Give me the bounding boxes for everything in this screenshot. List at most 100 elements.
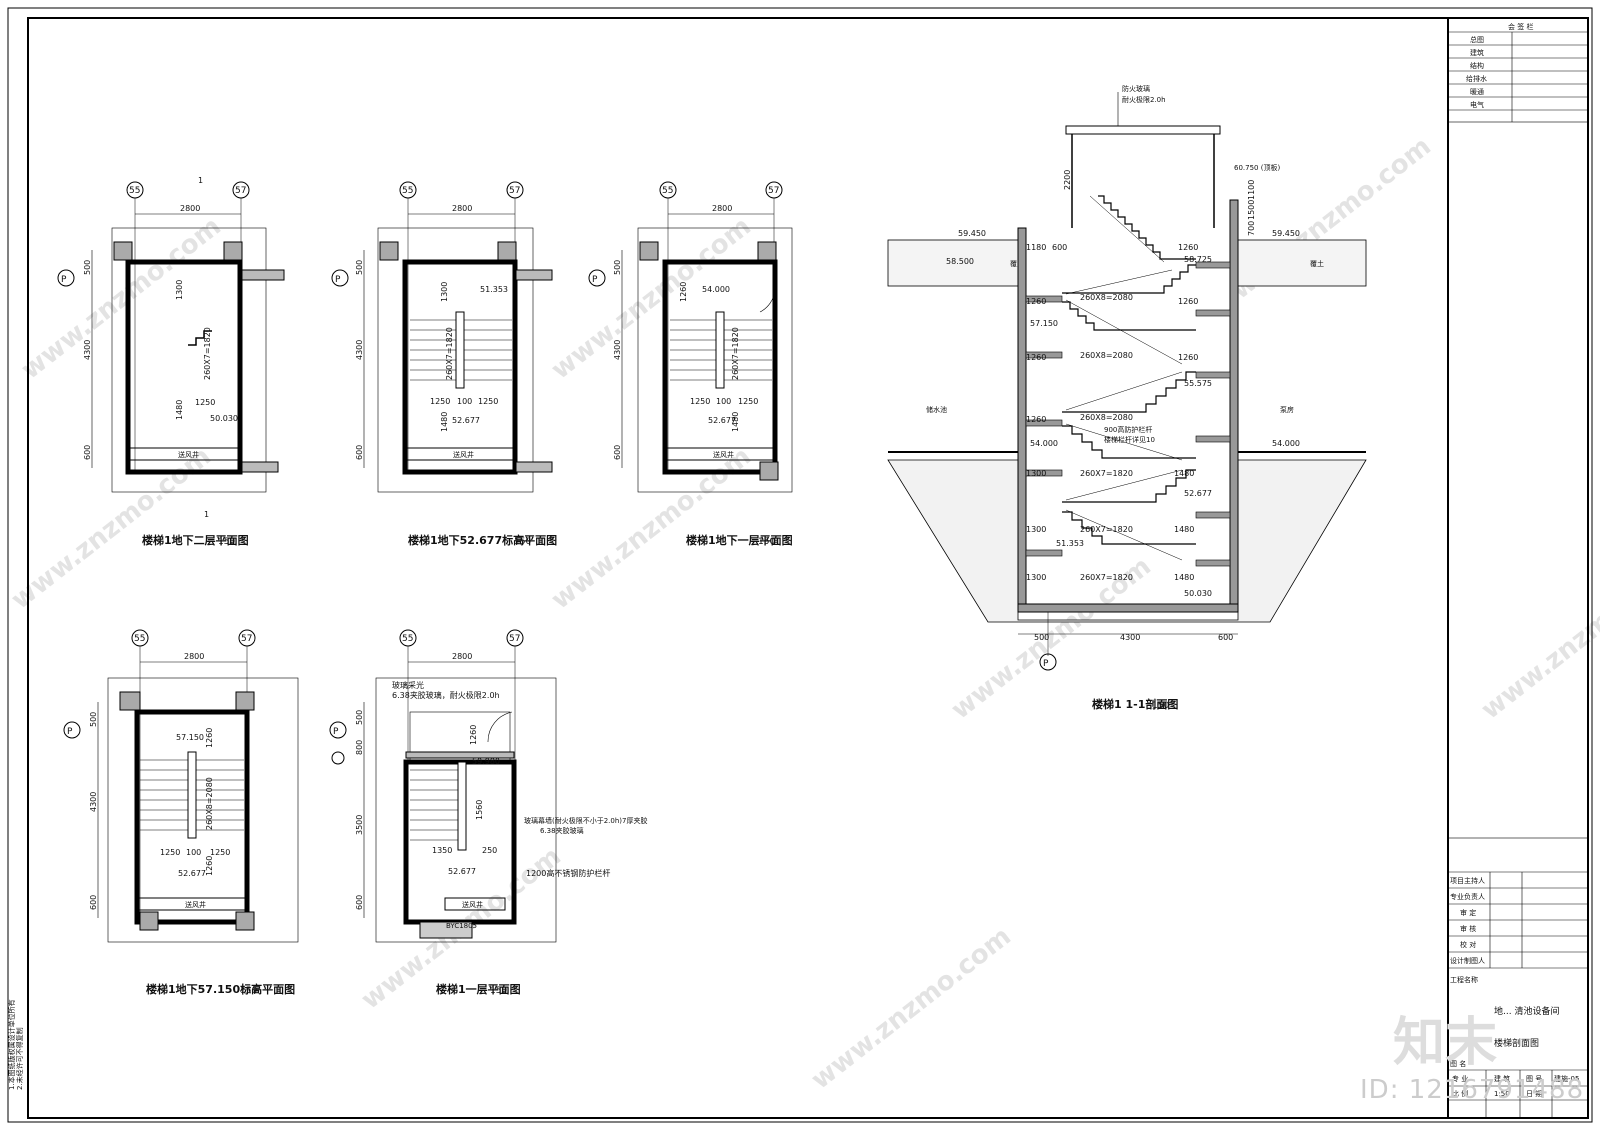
plan-basement-1: 55 57 2800 P 500 4300 600 送风井 54.000 260… [588,181,793,547]
svg-text:58.725: 58.725 [1184,255,1212,264]
plan-ground-floor: 55 57 2800 P 500 800 3500 600 送风井 BYC180… [329,629,647,996]
svg-text:1300: 1300 [175,280,184,300]
side-note-1: 1.本图纸版权属设计单位所有 [7,999,16,1090]
svg-text:1260: 1260 [1026,297,1046,306]
svg-text:1480: 1480 [440,412,449,432]
svg-text:1260: 1260 [1178,297,1198,306]
svg-text:57.150: 57.150 [1030,319,1058,328]
svg-text:57: 57 [509,186,520,196]
svg-text:59.980: 59.980 [472,757,500,766]
svg-text:600: 600 [83,445,92,460]
svg-text:泵房: 泵房 [1280,405,1294,414]
svg-text:55: 55 [662,186,673,196]
plan-57150: 55 57 2800 P 500 4300 600 送风井 57.150 260… [63,629,299,996]
title-block: 会 签 栏 总图 建筑 结构 给排水 暖通 电气 项目主持人 专业负责人 审 定… [1447,17,1589,1119]
svg-text:1260: 1260 [1026,353,1046,362]
side-note-2: 2.未经许可不得复制 [15,1027,24,1090]
svg-text:1250: 1250 [690,397,710,406]
svg-text:设计制图人: 设计制图人 [1450,956,1485,965]
svg-text:P: P [67,727,73,737]
svg-text:500: 500 [355,710,364,725]
svg-text:4300: 4300 [83,340,92,360]
svg-text:150: 150 [240,986,257,996]
svg-text:52.677: 52.677 [448,867,476,876]
svg-text:覆土: 覆土 [1310,259,1324,268]
watermark-6: www.znzmo.com [806,922,1017,1096]
plan-title: 楼梯1地下二层平面图 [142,533,249,547]
svg-text:P: P [592,275,598,285]
cut-mark-top: 1 [198,176,203,185]
svg-text:4300: 4300 [613,340,622,360]
svg-text:6.38夹胶玻璃: 6.38夹胶玻璃 [540,826,584,835]
svg-text:260X8=2080: 260X8=2080 [1080,293,1133,302]
svg-text:1480: 1480 [1174,573,1194,582]
svg-text:审 定: 审 定 [1460,908,1476,917]
svg-text:57: 57 [509,634,520,644]
svg-text:1250: 1250 [738,397,758,406]
svg-text:楼梯剖面图: 楼梯剖面图 [1494,1037,1539,1049]
svg-text:1:50: 1:50 [1494,1090,1510,1098]
svg-text:1300: 1300 [1026,573,1046,582]
svg-text:审 核: 审 核 [1460,924,1476,933]
section-1-1: 防火玻璃 耐火极限2.0h 60.750 (顶板) 2200 1100 1500… [887,84,1367,711]
watermark-1: www.znzmo.com [16,212,227,386]
svg-text:52.677: 52.677 [708,416,736,425]
svg-text:260X7=1820: 260X7=1820 [1080,469,1133,478]
inner-frame [27,17,1589,1119]
svg-text:52.677: 52.677 [178,869,206,878]
svg-text:1200高不锈钢防护栏杆: 1200高不锈钢防护栏杆 [526,868,610,878]
svg-text:260X7=1820: 260X7=1820 [1080,573,1133,582]
svg-text:BYC1805: BYC1805 [446,922,477,930]
svg-text:1250: 1250 [195,398,215,407]
svg-text:送风井: 送风井 [713,450,734,459]
svg-text:51.353: 51.353 [480,285,508,294]
svg-text:260X7=1820: 260X7=1820 [731,327,740,380]
svg-text:150: 150 [1152,701,1169,711]
svg-text:260X7=1820: 260X7=1820 [445,327,454,380]
svg-text:57: 57 [768,186,779,196]
svg-text:54.000: 54.000 [702,285,730,294]
svg-text:600: 600 [613,445,622,460]
svg-text:500: 500 [89,712,98,727]
svg-text:送风井: 送风井 [453,450,474,459]
svg-text:1260: 1260 [1026,415,1046,424]
svg-text:600: 600 [355,895,364,910]
svg-text:4300: 4300 [355,340,364,360]
svg-text:建筑: 建筑 [1470,48,1484,57]
side-notes: 1.本图纸版权属设计单位所有 2.未经许可不得复制 [7,999,24,1090]
svg-text:1300: 1300 [1026,525,1046,534]
svg-text:1180: 1180 [1026,243,1046,252]
svg-text:校 对: 校 对 [1460,940,1476,949]
svg-text:1260: 1260 [679,282,688,302]
axis-p: P [61,275,67,285]
svg-text:54.000: 54.000 [1272,439,1300,448]
svg-text:总图: 总图 [1470,35,1484,44]
svg-text:52.677: 52.677 [452,416,480,425]
svg-text:耐火极限2.0h: 耐火极限2.0h [1122,95,1166,104]
watermark-3: www.znzmo.com [546,212,757,386]
svg-text:900高防护栏杆: 900高防护栏杆 [1104,425,1152,434]
svg-text:260X8=2080: 260X8=2080 [1080,351,1133,360]
svg-text:楼梯1 1-1剖面图: 楼梯1 1-1剖面图 [1092,697,1178,711]
svg-text:1250: 1250 [160,848,180,857]
svg-text:结构: 结构 [1470,61,1484,70]
svg-text:260X7=1820: 260X7=1820 [1080,525,1133,534]
svg-text:1480: 1480 [1174,469,1194,478]
cut-mark-bottom: 1 [204,510,209,519]
svg-text:4300: 4300 [89,792,98,812]
svg-text:150: 150 [218,537,235,547]
svg-text:楼梯1地下57.150标高平面图: 楼梯1地下57.150标高平面图 [146,982,295,996]
svg-text:电气: 电气 [1470,100,1484,109]
svg-text:500: 500 [1034,633,1049,642]
svg-text:地... 清池设备间: 地... 清池设备间 [1494,1005,1559,1017]
svg-text:600: 600 [1052,243,1067,252]
svg-text:防火玻璃: 防火玻璃 [1122,84,1150,93]
svg-text:700: 700 [1247,221,1256,236]
svg-text:2800: 2800 [184,652,204,661]
svg-text:楼梯1一层平面图: 楼梯1一层平面图 [436,982,521,996]
svg-text:送风井: 送风井 [185,900,206,909]
svg-text:1350: 1350 [432,846,452,855]
svg-text:图 号: 图 号 [1526,1075,1542,1083]
svg-text:59.450: 59.450 [958,229,986,238]
